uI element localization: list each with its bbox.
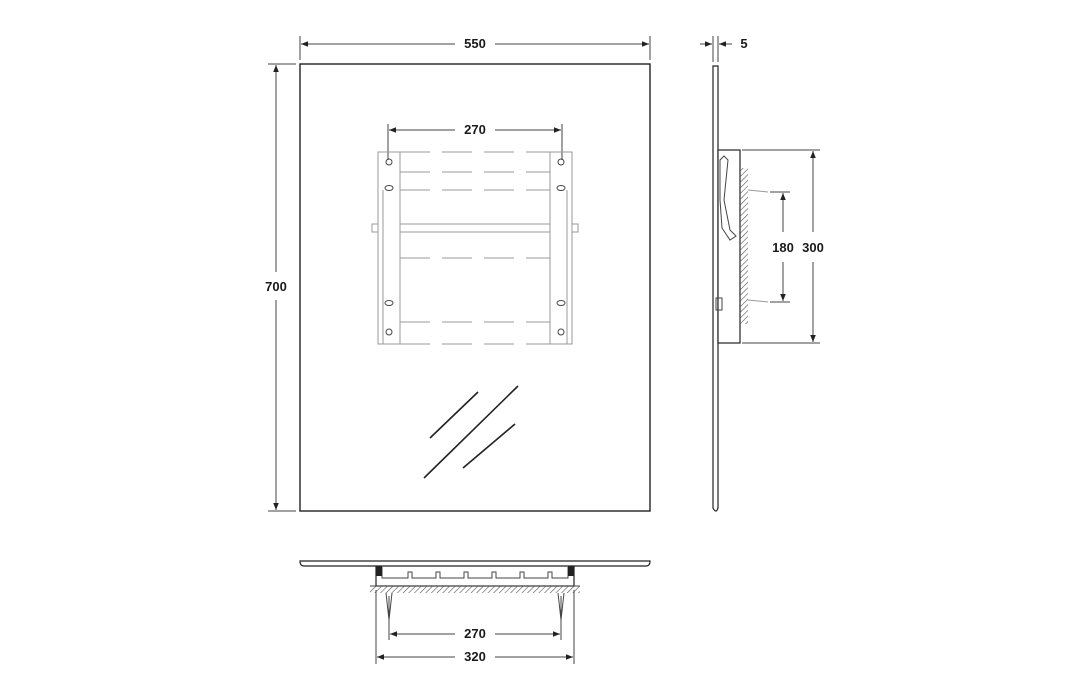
top-bracket bbox=[370, 566, 580, 621]
inner-height-label: 180 bbox=[772, 240, 794, 255]
top-outer-dimension: 320 bbox=[375, 590, 575, 664]
top-outer-width-label: 320 bbox=[464, 649, 486, 664]
mounting-frame-hidden bbox=[371, 151, 579, 345]
side-dimensions: 180 300 bbox=[742, 149, 824, 344]
height-label: 700 bbox=[265, 279, 287, 294]
mirror-panel bbox=[299, 63, 651, 512]
top-inner-width-label: 270 bbox=[464, 626, 486, 641]
side-view: 5 180 300 bbox=[700, 36, 824, 512]
outer-height-label: 300 bbox=[802, 240, 824, 255]
mirror-reflection-lines bbox=[423, 385, 519, 479]
top-inner-dimension: 270 bbox=[388, 596, 562, 641]
bracket-spacing-dimension: 270 bbox=[387, 122, 563, 160]
side-bracket bbox=[715, 149, 769, 344]
thickness-label: 5 bbox=[740, 36, 747, 51]
width-label: 550 bbox=[464, 36, 486, 51]
top-view: 270 320 bbox=[299, 560, 651, 664]
bracket-spacing-label: 270 bbox=[464, 122, 486, 137]
top-glass-profile bbox=[299, 560, 651, 567]
front-view: 550 700 270 bbox=[265, 36, 651, 512]
side-glass-profile bbox=[712, 65, 719, 512]
height-dimension: 700 bbox=[265, 63, 296, 512]
width-dimension: 550 bbox=[299, 36, 651, 60]
thickness-dimension: 5 bbox=[700, 36, 748, 62]
